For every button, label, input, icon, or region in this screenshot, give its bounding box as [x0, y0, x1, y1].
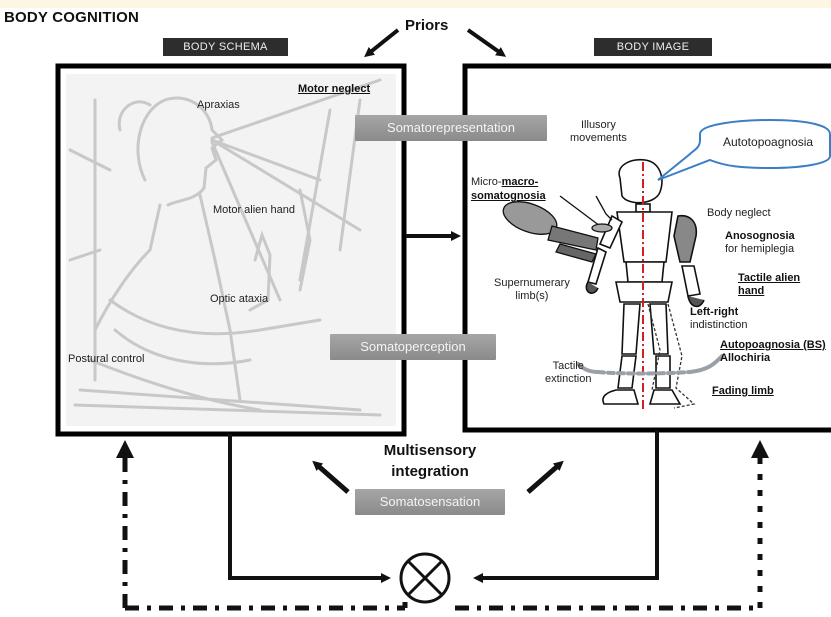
somatosensation-box: Somatosensation [355, 489, 505, 515]
up-arrow-right [751, 440, 769, 458]
body-image-header: BODY IMAGE [594, 38, 712, 56]
left-right-line-2: indistinction [690, 319, 747, 332]
left-right-line-1: Left-right [690, 306, 747, 319]
autopoagnosia-allochiria-label: Autopoagnosia (BS) Allochiria [720, 339, 826, 365]
tactile-alien-line-2: hand [738, 285, 800, 298]
multisensory-arrow-right [528, 464, 560, 492]
tactile-extinction-label: Tactile extinction [545, 360, 591, 386]
multisensory-arrow-left [316, 464, 348, 492]
motor-neglect-label: Motor neglect [298, 83, 370, 96]
body-schema-header: BODY SCHEMA [163, 38, 288, 56]
illusory-line-2: movements [570, 132, 627, 145]
body-neglect-label: Body neglect [707, 207, 771, 220]
comparator-symbol [401, 554, 449, 602]
supernumerary-line-2: limb(s) [494, 290, 570, 303]
apraxias-label: Apraxias [197, 99, 240, 112]
anosognosia-line-1: Anosognosia [725, 230, 795, 243]
optic-ataxia-label: Optic ataxia [210, 293, 268, 306]
priors-label: Priors [405, 17, 448, 34]
page-title: BODY COGNITION [4, 9, 139, 26]
tactile-alien-hand-label: Tactile alien hand [738, 272, 800, 298]
anosognosia-label: Anosognosia for hemiplegia [725, 230, 795, 256]
multisensory-line-2: integration [350, 461, 510, 482]
autotopoagnosia-label: Autotopoagnosia [723, 136, 813, 149]
multisensory-line-1: Multisensory [350, 440, 510, 461]
allochiria-line: Allochiria [720, 352, 826, 365]
somatoperception-box: Somatoperception [330, 334, 496, 360]
priors-arrow-right [468, 30, 502, 54]
postural-control-label: Postural control [68, 353, 144, 366]
up-arrow-left [116, 440, 134, 458]
multisensory-integration-label: Multisensory integration [350, 440, 510, 482]
supernumerary-limbs-label: Supernumerary limb(s) [494, 277, 570, 303]
left-right-indistinction-label: Left-right indistinction [690, 306, 747, 332]
body-schema-panel [58, 66, 404, 434]
illusory-movements-label: Illusory movements [570, 119, 627, 145]
macro-text: macro- [502, 176, 539, 188]
fading-limb-label: Fading limb [712, 385, 774, 398]
somatognosia-text: somatognosia [471, 190, 546, 203]
priors-arrow-left [368, 30, 398, 54]
autopoagnosia-line: Autopoagnosia (BS) [720, 339, 826, 352]
tactile-alien-line-1: Tactile alien [738, 272, 800, 285]
tactile-line-2: extinction [545, 373, 591, 386]
supernumerary-line-1: Supernumerary [494, 277, 570, 290]
micro-macro-somatognosia-label: Micro-macro- somatognosia [471, 172, 546, 203]
motor-alien-hand-label: Motor alien hand [213, 204, 295, 217]
somatorepresentation-box: Somatorepresentation [355, 115, 547, 141]
illusory-line-1: Illusory [570, 119, 627, 132]
anosognosia-line-2: for hemiplegia [725, 243, 795, 256]
tactile-line-1: Tactile [545, 360, 591, 373]
micro-prefix: Micro- [471, 176, 502, 188]
